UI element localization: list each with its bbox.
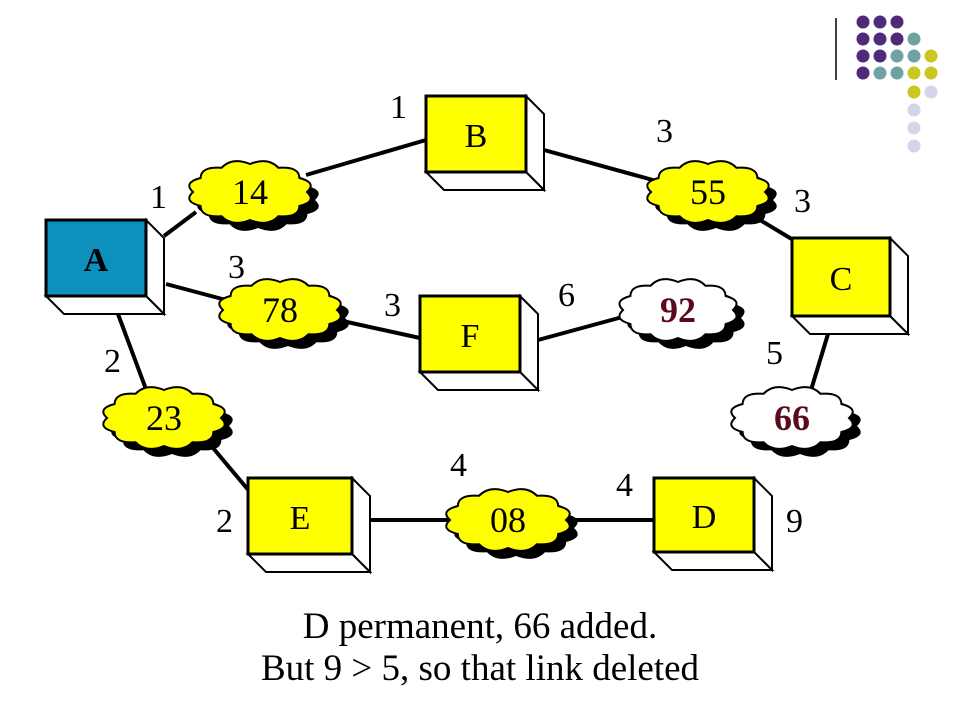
decor-dot: [856, 15, 870, 29]
weight-label: 4: [616, 467, 633, 504]
cost-cloud-bc: 55: [646, 160, 777, 231]
decor-dot: [924, 66, 938, 80]
decor-dot: [856, 32, 870, 46]
cost-cloud-af: 78: [218, 278, 349, 349]
node-bottom-face: [245, 553, 373, 573]
node-bottom-face: [417, 371, 541, 391]
weight-label: 3: [794, 183, 811, 220]
nodes: A B C F E D: [43, 93, 911, 575]
node-bottom-face: [789, 315, 911, 335]
edge-a-e: [116, 313, 152, 401]
cloud-value: 14: [232, 172, 268, 212]
decor-dot: [856, 49, 870, 63]
weight-label: 4: [450, 447, 467, 484]
decor-dot: [873, 32, 887, 46]
cost-cloud-fx: 92: [618, 278, 745, 349]
decor-dot: [873, 49, 887, 63]
weight-label: 2: [216, 503, 233, 540]
node-bottom-face: [423, 171, 547, 191]
node-label: D: [692, 499, 717, 536]
decor-dot: [907, 32, 921, 46]
decor-dot: [873, 66, 887, 80]
weight-label: 3: [656, 113, 673, 150]
node-bottom-face: [43, 295, 167, 315]
edge-a-b: [162, 210, 198, 238]
cloud-value: 23: [146, 398, 182, 438]
cloud-value: 78: [262, 290, 298, 330]
node-c: C: [789, 235, 911, 337]
edge-b-c: [543, 148, 661, 184]
node-label: A: [84, 242, 109, 279]
decor-dot: [907, 49, 921, 63]
node-a: A: [43, 217, 167, 317]
weight-label: 6: [558, 277, 575, 314]
decor-dot: [907, 139, 921, 153]
cost-cloud-ab: 14: [188, 160, 319, 231]
cost-cloud-ed: 08: [445, 488, 578, 559]
cloud-value: 66: [774, 398, 810, 438]
decor-dot: [890, 49, 904, 63]
node-front-face: [418, 294, 522, 374]
cost-cloud-ae: 23: [102, 386, 233, 457]
edge-f-x: [537, 314, 627, 342]
decorative-dot-grid: [835, 15, 938, 153]
weight-label: 1: [390, 89, 407, 126]
decor-dot: [890, 66, 904, 80]
weight-label: 2: [104, 343, 121, 380]
weight-label: 1: [150, 179, 167, 216]
cloud-body: [646, 160, 770, 224]
decor-dot: [890, 32, 904, 46]
node-front-face: [652, 476, 756, 554]
node-bottom-face: [651, 551, 775, 571]
caption-line-1: D permanent, 66 added.: [302, 606, 658, 647]
decor-dot: [907, 103, 921, 117]
caption-line-2: But 9 > 5, so that link deleted: [260, 648, 700, 689]
edges: [116, 138, 830, 522]
node-d: D: [651, 475, 775, 573]
node-b: B: [423, 93, 547, 193]
cloud-value: 55: [690, 172, 726, 212]
decor-dot: [890, 15, 904, 29]
node-label: E: [290, 500, 311, 537]
edge-a-f: [337, 318, 421, 340]
cloud-body: [188, 160, 312, 224]
cloud-body: [618, 278, 738, 342]
weight-label: 9: [786, 503, 803, 540]
node-front-face: [44, 218, 148, 298]
edge-a-f: [165, 282, 227, 302]
cloud-body: [218, 278, 342, 342]
cloud-value: 08: [490, 500, 526, 540]
node-label: F: [461, 318, 480, 355]
node-f: F: [417, 293, 541, 393]
decor-dot: [907, 121, 921, 135]
decor-dot: [924, 85, 938, 99]
decor-dot: [873, 15, 887, 29]
cost-cloud-cd: 66: [730, 386, 861, 457]
weight-label: 3: [384, 287, 401, 324]
node-label: C: [830, 261, 853, 298]
decor-dot: [924, 49, 938, 63]
node-front-face: [246, 476, 354, 556]
edge-a-e: [206, 440, 252, 494]
cloud-value: 92: [660, 290, 696, 330]
weight-label: 3: [228, 249, 245, 286]
weight-label: 5: [766, 335, 783, 372]
node-front-face: [424, 94, 528, 174]
node-label: B: [465, 118, 488, 155]
cloud-body: [102, 386, 226, 450]
weight-labels: 1 1 3 3 3 3 6 2 2 5 4 4 9: [104, 89, 811, 540]
edge-a-b: [305, 138, 427, 177]
decor-dot: [907, 66, 921, 80]
cloud-body: [730, 386, 854, 450]
decor-dot: [907, 85, 921, 99]
slide-caption: D permanent, 66 added. But 9 > 5, so tha…: [0, 606, 960, 690]
decor-dot: [856, 66, 870, 80]
node-e: E: [245, 475, 373, 575]
cloud-body: [445, 488, 571, 552]
node-front-face: [790, 236, 892, 318]
